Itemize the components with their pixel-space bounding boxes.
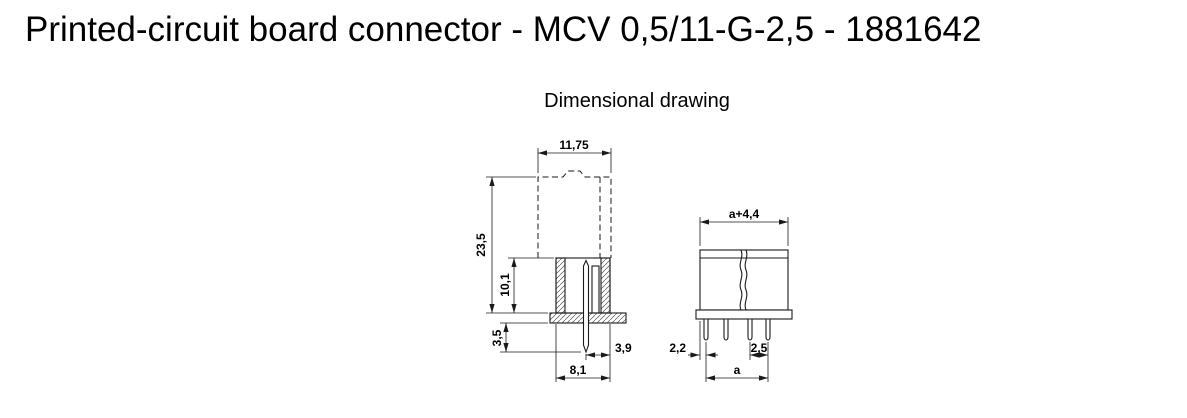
dim-label-body-height: 10,1: [498, 273, 512, 297]
dim-label-total-height: 23,5: [474, 233, 488, 257]
housing-wall-right: [600, 257, 611, 314]
dim-pin-to-edge: 3,9: [585, 341, 632, 360]
dimensions-side-view: 11,75 23,5 10,1 3,5: [474, 138, 632, 382]
dim-label-edge-to-pin: 2,2: [669, 341, 686, 355]
drawing-caption: Dimensional drawing: [544, 90, 730, 112]
break-line-left: [739, 249, 743, 311]
dim-pin-length: 3,5: [490, 322, 581, 353]
front-view: [695, 249, 793, 341]
pin-3: [747, 318, 753, 341]
dim-total-height: 23,5: [474, 176, 548, 314]
side-view: [537, 170, 627, 354]
dimensional-drawing: 11,75 23,5 10,1 3,5: [474, 138, 793, 382]
dim-label-top-width: 11,75: [559, 138, 589, 152]
pin-1: [703, 318, 709, 341]
dimensions-front-view: a+4,4 2,2 2,5 a: [669, 207, 789, 382]
dim-edge-to-pin: 2,2: [669, 321, 718, 382]
pin-4: [765, 318, 771, 341]
dim-label-overall-width: a+4,4: [729, 207, 760, 221]
dim-top-width: 11,75: [537, 138, 612, 173]
dim-label-pin-to-edge: 3,9: [615, 341, 632, 355]
contact-chamber: [591, 265, 600, 314]
dim-label-pitch: 2,5: [751, 341, 768, 355]
dim-label-pin-span: a: [734, 363, 741, 377]
pin-2: [723, 318, 729, 341]
solder-pin-side: [582, 259, 590, 354]
break-line-right: [744, 249, 748, 311]
front-flange: [695, 309, 793, 320]
dim-body-height: 10,1: [498, 257, 554, 313]
dim-overall-width: a+4,4: [699, 207, 789, 246]
dim-label-pin-length: 3,5: [490, 329, 504, 346]
dim-body-width: 8,1: [555, 324, 611, 382]
dim-pin-span: a: [706, 363, 768, 381]
dim-label-body-width: 8,1: [570, 363, 587, 377]
page-title: Printed-circuit board connector - MCV 0,…: [25, 10, 982, 49]
solder-pins-front: [703, 318, 771, 341]
dim-pitch: 2,5: [749, 341, 769, 382]
mating-plug-outline: [537, 170, 612, 258]
front-body: [699, 249, 789, 311]
housing-wall-left: [555, 257, 566, 314]
